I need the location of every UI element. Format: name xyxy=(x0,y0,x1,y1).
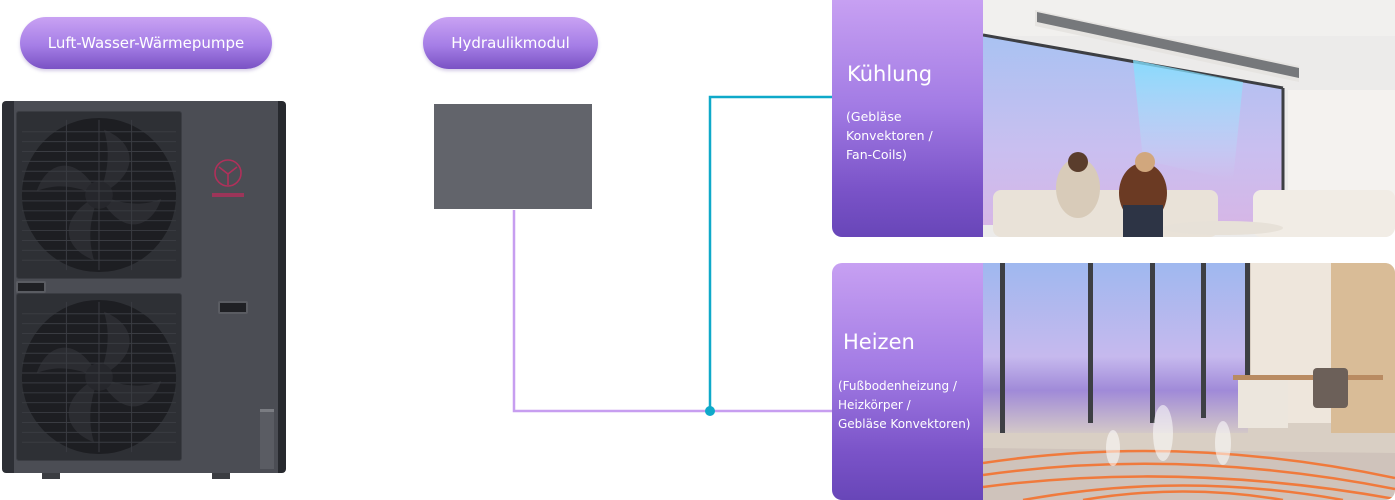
fan-icon xyxy=(16,293,182,461)
unit-handle-left xyxy=(16,281,46,293)
unit-foot xyxy=(212,473,230,479)
brand-logo-icon xyxy=(212,159,244,197)
cooling-supply-line xyxy=(708,95,832,411)
hydraulic-module-box xyxy=(434,104,592,209)
living-room-ducted-ac-photo xyxy=(983,0,1395,237)
heating-subtitle: (Fußbodenheizung / Heizkörper / Gebläse … xyxy=(838,379,971,431)
unit-foot xyxy=(42,473,60,479)
junction-dot xyxy=(705,406,715,416)
pipe-outlet xyxy=(260,409,274,469)
unit-handle-right xyxy=(218,301,248,314)
cooling-card: Kühlung (Gebläse Konvektoren / Fan-Coils… xyxy=(832,0,1395,237)
heat-pump-label: Luft-Wasser-Wärmepumpe xyxy=(20,17,272,69)
heat-pump-label-text: Luft-Wasser-Wärmepumpe xyxy=(47,34,245,52)
cooling-subtitle: (Gebläse Konvektoren / Fan-Coils) xyxy=(846,109,933,162)
heating-card-label: Heizen (Fußbodenheizung / Heizkörper / G… xyxy=(832,263,983,500)
cooling-title: Kühlung xyxy=(847,62,933,86)
heating-title: Heizen xyxy=(843,330,915,354)
underfloor-heating-office-photo xyxy=(983,263,1395,500)
fan-icon xyxy=(16,111,182,279)
hydraulic-module-label: Hydraulikmodul xyxy=(423,17,598,69)
heating-card: Heizen (Fußbodenheizung / Heizkörper / G… xyxy=(832,263,1395,500)
cooling-card-label: Kühlung (Gebläse Konvektoren / Fan-Coils… xyxy=(832,0,983,237)
hydraulic-module-label-text: Hydraulikmodul xyxy=(451,34,570,52)
heating-supply-line xyxy=(512,210,832,413)
heat-pump-unit xyxy=(2,101,286,479)
